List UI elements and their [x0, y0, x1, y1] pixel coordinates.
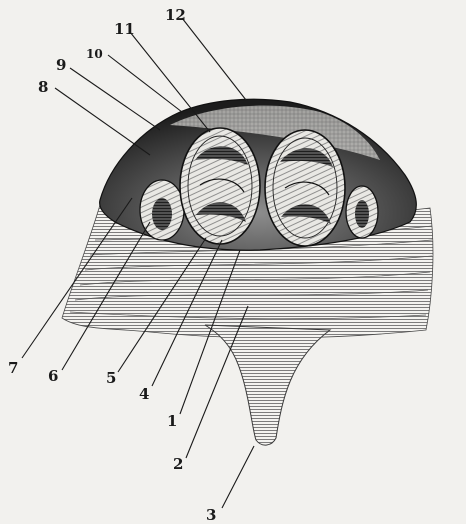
label-5: 5 — [106, 369, 116, 387]
label-10: 10 — [86, 47, 103, 61]
label-6: 6 — [48, 367, 58, 385]
label-3: 3 — [206, 506, 216, 524]
label-2: 2 — [173, 455, 183, 473]
label-4: 4 — [139, 385, 149, 403]
label-12: 12 — [165, 6, 186, 24]
label-8: 8 — [38, 78, 48, 96]
left-chamber — [180, 128, 260, 244]
label-7: 7 — [8, 359, 18, 377]
label-9: 9 — [56, 56, 66, 74]
label-1: 1 — [167, 412, 177, 430]
tendon — [205, 325, 330, 445]
right-chamber — [265, 130, 345, 246]
label-11: 11 — [114, 20, 135, 38]
